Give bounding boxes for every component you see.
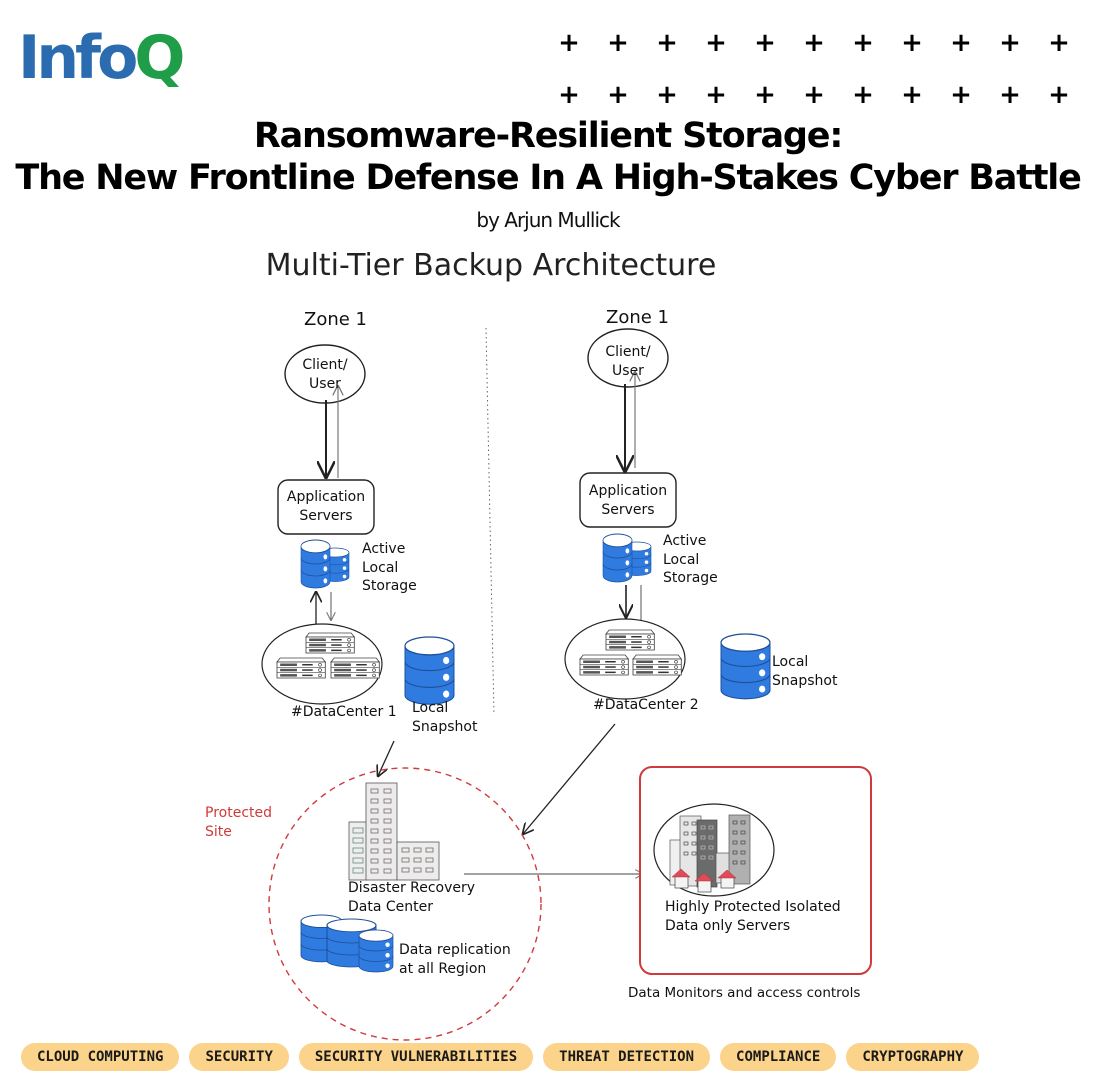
client-label-2-line-2: User xyxy=(612,362,644,379)
datacenter-1-label: #DataCenter 1 xyxy=(291,704,397,720)
protected-label-line-1: Protected xyxy=(205,805,272,821)
app-label-2-line-1: Application xyxy=(588,483,668,499)
arrow-dc1-to-dr xyxy=(378,740,395,776)
data-monitors-caption: Data Monitors and access controls xyxy=(628,985,861,1001)
plus-icon: + xyxy=(901,28,923,58)
snapshot-label-2-line-2: Snapshot xyxy=(772,672,838,689)
replication-label-line-1: Data replication xyxy=(399,942,511,958)
client-user-label-2: Client/ User xyxy=(588,343,668,380)
tag-security[interactable]: SECURITY xyxy=(189,1043,289,1071)
zone-b-label: Zone 1 xyxy=(606,307,669,328)
diagram-title: Multi-Tier Backup Architecture xyxy=(265,248,717,283)
application-servers-label-2: Application Servers xyxy=(580,482,676,519)
application-servers-box xyxy=(277,479,375,535)
plus-icon: + xyxy=(950,80,972,110)
storage-label-line-2: Local xyxy=(362,559,399,576)
plus-icon: + xyxy=(558,80,580,110)
plus-icon: + xyxy=(950,28,972,58)
tag-cloud-computing[interactable]: CLOUD COMPUTING xyxy=(21,1043,180,1071)
plus-icon: + xyxy=(656,80,678,110)
infoq-logo[interactable]: InfoQ xyxy=(18,28,185,88)
snapshot-label-2-line-1: Local xyxy=(772,654,809,670)
plus-icon: + xyxy=(803,80,825,110)
app-label-line-1: Application xyxy=(286,489,366,505)
active-storage-label-2: Active Local Storage xyxy=(663,532,718,588)
storage-label-2-line-3: Storage xyxy=(663,570,718,586)
article-title-line-2: The New Frontline Defense In A High-Stak… xyxy=(15,158,1081,198)
plus-icon: + xyxy=(999,80,1021,110)
local-snapshot-1-label: Local Snapshot xyxy=(412,699,477,736)
dr-label-line-2: Data Center xyxy=(348,898,433,915)
dr-label-line-1: Disaster Recovery xyxy=(348,880,476,896)
storage-label-line-1: Active xyxy=(362,541,406,557)
tag-threat-detection[interactable]: THREAT DETECTION xyxy=(543,1043,711,1071)
isolated-label-line-1: Highly Protected Isolated xyxy=(665,899,841,915)
plus-icon: + xyxy=(705,28,727,58)
plus-icon: + xyxy=(852,80,874,110)
zone-a-label: Zone 1 xyxy=(304,309,367,330)
client-user-node-2 xyxy=(587,328,669,388)
local-snapshot-2-icon xyxy=(720,633,771,700)
app-label-line-2: Servers xyxy=(299,507,353,524)
tag-compliance[interactable]: COMPLIANCE xyxy=(720,1043,837,1071)
application-servers-box-2 xyxy=(579,472,677,528)
article-title-line-1: Ransomware-Resilient Storage: xyxy=(253,116,843,156)
dr-buildings-icon xyxy=(348,782,440,881)
storage-label-2-line-1: Active xyxy=(663,533,707,549)
plus-icon: + xyxy=(852,28,874,58)
local-snapshot-2-label: Local Snapshot xyxy=(772,653,837,690)
dr-datacenter-label: Disaster Recovery Data Center xyxy=(348,879,475,916)
data-replication-label: Data replication at all Region xyxy=(399,941,511,978)
plus-icon: + xyxy=(754,80,776,110)
snapshot-label-line-1: Local xyxy=(412,700,449,716)
plus-icon: + xyxy=(999,28,1021,58)
author-byline: by Arjun Mullick xyxy=(476,208,620,232)
protected-site-label: Protected Site xyxy=(205,804,272,841)
replication-label-line-2: at all Region xyxy=(399,960,487,977)
protected-label-line-2: Site xyxy=(205,823,232,840)
storage-label-2-line-2: Local xyxy=(663,551,700,568)
plus-icon: + xyxy=(558,28,580,58)
plus-icon: + xyxy=(754,28,776,58)
client-label-2-line-1: Client/ xyxy=(605,344,651,360)
plus-icon: + xyxy=(901,80,923,110)
arrow-dc2-to-dr xyxy=(523,723,616,834)
app-label-2-line-2: Servers xyxy=(601,501,655,518)
plus-icon: + xyxy=(1048,80,1070,110)
active-storage-label: Active Local Storage xyxy=(362,540,417,596)
replication-storage-icon xyxy=(300,914,394,973)
local-snapshot-1-icon xyxy=(404,636,455,705)
active-storage-icon xyxy=(300,539,350,589)
client-label-line-2: User xyxy=(309,375,341,392)
isolated-servers-label: Highly Protected Isolated Data only Serv… xyxy=(665,898,841,935)
client-label-line-1: Client/ xyxy=(302,357,348,373)
protected-site-boundary xyxy=(268,767,542,1041)
snapshot-label-line-2: Snapshot xyxy=(412,718,478,735)
datacenter-2-label: #DataCenter 2 xyxy=(593,697,699,713)
zone-divider xyxy=(485,327,495,716)
topic-tags: CLOUD COMPUTING SECURITY SECURITY VULNER… xyxy=(21,1043,980,1071)
plus-icon: + xyxy=(1048,28,1070,58)
active-storage-icon-2 xyxy=(602,533,652,583)
plus-icon: + xyxy=(803,28,825,58)
logo-info-text: Info xyxy=(18,23,138,93)
isolated-label-line-2: Data only Servers xyxy=(665,917,791,934)
isolated-buildings-icon xyxy=(669,814,751,893)
logo-q-text: Q xyxy=(134,23,185,93)
client-user-label: Client/ User xyxy=(285,356,365,393)
plus-decoration: + + + + + + + + + + + + + + + + + + + + + + xyxy=(556,24,1095,114)
tag-cryptography[interactable]: CRYPTOGRAPHY xyxy=(846,1043,980,1071)
application-servers-label: Application Servers xyxy=(278,488,374,525)
plus-icon: + xyxy=(656,28,678,58)
plus-icon: + xyxy=(705,80,727,110)
plus-icon: + xyxy=(607,80,629,110)
storage-label-line-3: Storage xyxy=(362,578,417,594)
plus-icon: + xyxy=(607,28,629,58)
tag-security-vulnerabilities[interactable]: SECURITY VULNERABILITIES xyxy=(298,1043,534,1071)
